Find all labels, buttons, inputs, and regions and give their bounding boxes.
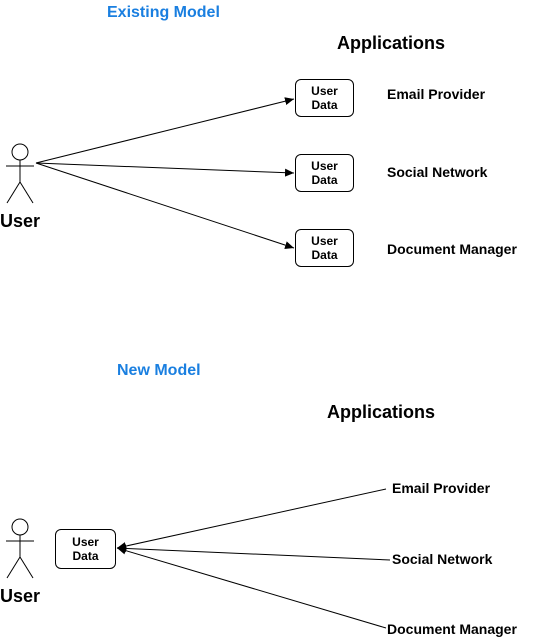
existing-user-label: User (0, 211, 41, 231)
user-data-line1: User (72, 535, 99, 549)
new-app-email-provider: Email Provider (392, 480, 491, 496)
new-user-label: User (0, 586, 41, 606)
new-app-document-manager: Document Manager (387, 621, 517, 637)
arrow-email-to-user-data (116, 488, 387, 550)
arrow-social-to-user-data (116, 544, 391, 561)
new-user-data-box: User Data (55, 529, 116, 569)
user-data-line2: Data (311, 248, 338, 262)
existing-model-title: Existing Model (107, 4, 220, 21)
existing-user-data-box-document: User Data (295, 229, 354, 267)
new-app-social-network: Social Network (392, 551, 493, 567)
user-data-line2: Data (72, 549, 99, 563)
arrow-user-to-social-data (35, 162, 295, 177)
new-applications-title: Applications (327, 402, 436, 422)
user-data-line1: User (311, 234, 338, 248)
user-data-line1: User (311, 84, 338, 98)
user-data-line2: Data (311, 98, 338, 112)
new-model-title: New Model (117, 362, 201, 379)
existing-app-document-manager: Document Manager (387, 241, 517, 257)
arrow-user-to-document-data (35, 162, 295, 249)
arrow-document-to-user-data (116, 546, 387, 629)
existing-user-data-box-social: User Data (295, 154, 354, 192)
existing-app-social-network: Social Network (387, 164, 488, 180)
existing-applications-title: Applications (337, 33, 446, 53)
arrow-user-to-email-data (35, 97, 295, 164)
existing-app-email-provider: Email Provider (387, 86, 486, 102)
existing-user-data-box-email: User Data (295, 79, 354, 117)
user-actor-new (6, 518, 34, 579)
user-data-line2: Data (311, 173, 338, 187)
user-actor-existing (6, 143, 34, 204)
user-data-line1: User (311, 159, 338, 173)
